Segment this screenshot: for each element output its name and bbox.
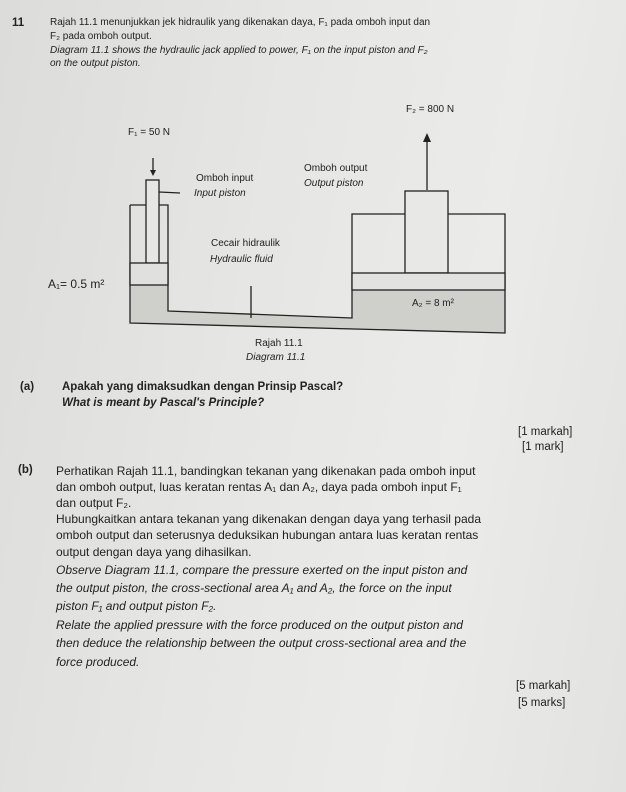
a2-label: A₂ = 8 m²: [412, 298, 454, 309]
part-b-ms-line: Perhatikan Rajah 11.1, bandingkan tekana…: [56, 464, 476, 478]
input-piston: [145, 179, 160, 264]
f2-arrowhead: [423, 133, 431, 142]
output-piston-label-ms: Omboh output: [304, 163, 368, 174]
part-b-label: (b): [18, 464, 33, 476]
part-b-ms-line: omboh output dan seterusnya deduksikan h…: [56, 528, 479, 542]
part-b-en-line: force produced.: [56, 655, 140, 669]
output-piston: [404, 190, 449, 274]
container-fluid: [130, 285, 505, 333]
part-a-label: (a): [20, 381, 35, 393]
f1-label: F₁ = 50 N: [128, 127, 171, 138]
part-b-marks-ms: [5 markah]: [516, 680, 571, 692]
question-number: 11: [12, 17, 25, 29]
part-b-ms-line: Hubungkaitkan antara tekanan yang dikena…: [56, 512, 481, 526]
output-piston-base: [351, 272, 506, 291]
intro-ms-line: F₂ pada omboh output.: [50, 31, 152, 42]
input-piston-label-ms: Omboh input: [196, 173, 254, 184]
part-b-en-line: then deduce the relationship between the…: [56, 636, 467, 650]
part-b-en-line: piston F₁ and output piston F₂.: [56, 599, 217, 613]
part-b-ms-line: output dengan daya yang dihasilkan.: [56, 545, 252, 559]
part-b-en-line: Relate the applied pressure with the for…: [56, 618, 463, 632]
part-a-text-en: What is meant by Pascal's Principle?: [62, 397, 265, 409]
part-b-en-line: Observe Diagram 11.1, compare the pressu…: [56, 563, 468, 577]
caption-ms: Rajah 11.1: [255, 338, 303, 349]
part-b-ms-line: dan output F₂.: [56, 496, 132, 510]
part-b-en-line: the output piston, the cross-sectional a…: [56, 581, 452, 595]
part-a-marks-en: [1 mark]: [522, 441, 564, 453]
input-piston-base: [129, 262, 169, 286]
intro-en-line: Diagram 11.1 shows the hydraulic jack ap…: [50, 45, 428, 56]
input-piston-label-en: Input piston: [194, 188, 246, 199]
fluid-label-en: Hydraulic fluid: [210, 254, 273, 265]
part-a-marks-ms: [1 markah]: [518, 426, 573, 438]
caption-en: Diagram 11.1: [246, 352, 306, 363]
part-b-marks-en: [5 marks]: [518, 697, 566, 709]
a1-label: A₁= 0.5 m²: [48, 277, 105, 291]
output-piston-label-en: Output piston: [304, 178, 364, 189]
f2-label: F₂ = 800 N: [406, 104, 455, 115]
f1-arrowhead: [150, 170, 156, 176]
part-a-text-ms: Apakah yang dimaksudkan dengan Prinsip P…: [62, 381, 344, 393]
intro-en-line: on the output piston.: [50, 58, 141, 69]
fluid-label-ms: Cecair hidraulik: [211, 238, 280, 249]
part-b-ms-line: dan omboh output, luas keratan rentas A₁…: [56, 480, 462, 494]
intro-ms-line: Rajah 11.1 menunjukkan jek hidraulik yan…: [50, 17, 431, 28]
